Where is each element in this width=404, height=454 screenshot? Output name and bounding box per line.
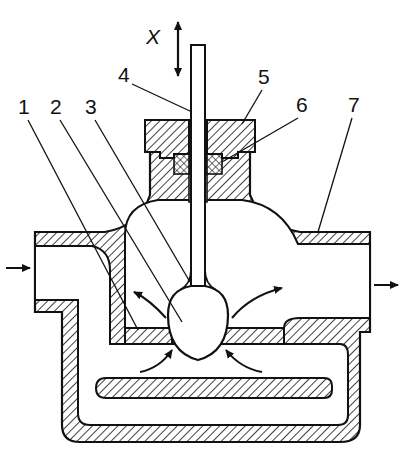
flow-arrow (140, 350, 172, 372)
inlet-chamber (35, 246, 348, 425)
flow-arrow (226, 350, 262, 372)
valve-stem (191, 45, 205, 290)
callout-number: 2 (50, 96, 62, 117)
flow-arrow (374, 284, 398, 286)
flow-arrow (232, 288, 282, 318)
callout-number: 7 (348, 94, 360, 115)
valve-plug (168, 286, 228, 360)
packing (207, 154, 222, 174)
body-partition (96, 378, 332, 398)
gland-nut (207, 120, 255, 158)
flow-arrow (134, 292, 166, 318)
motion-label: X (146, 26, 160, 47)
callout-number: 1 (18, 96, 30, 117)
leader-line (242, 90, 262, 124)
callout-number: 4 (118, 64, 130, 85)
leader-line (132, 84, 192, 112)
callout-number: 6 (296, 94, 308, 115)
seat-plate (125, 328, 172, 344)
callout-number: 5 (258, 66, 270, 87)
outlet-chamber (125, 200, 370, 328)
flow-arrow (6, 267, 30, 269)
seat-plate (222, 328, 284, 344)
leader-line (60, 120, 182, 322)
leader-line (318, 118, 352, 232)
motion-arrow (177, 22, 179, 76)
leader-line (222, 118, 298, 162)
leader-line (28, 120, 138, 330)
gland-nut (145, 120, 189, 158)
callout-number: 3 (85, 96, 97, 117)
packing (174, 154, 189, 174)
leader-line (95, 120, 190, 282)
